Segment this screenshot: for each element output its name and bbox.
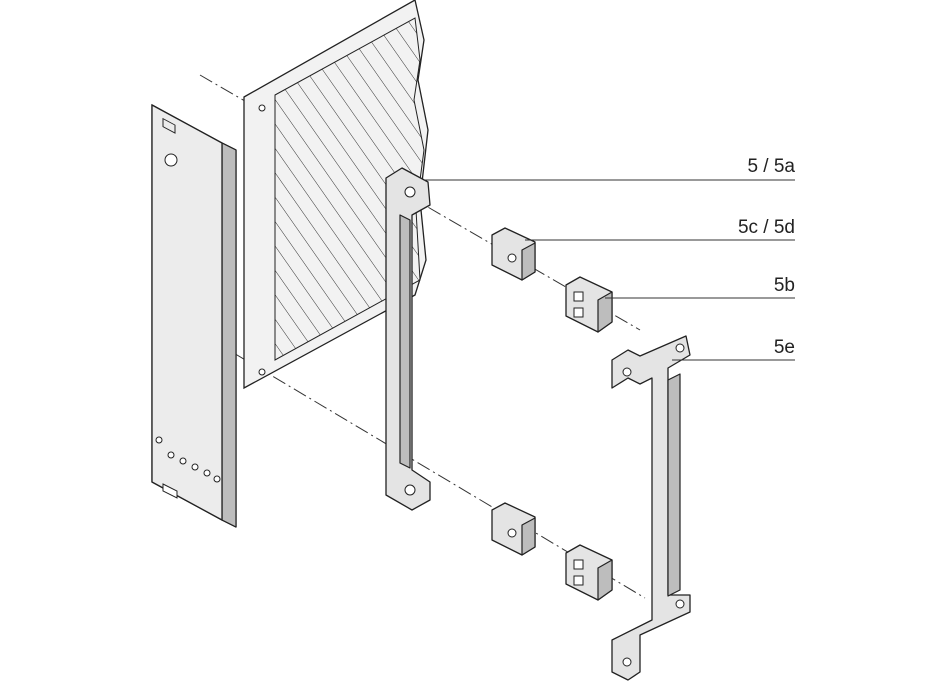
label-insert: 5c / 5d: [738, 217, 795, 238]
rail-part: [385, 167, 431, 511]
insert-part-lower: [491, 502, 536, 556]
insert-part-upper: [491, 227, 536, 281]
label-guide-block: 5b: [774, 275, 795, 296]
guide-block-lower: [565, 544, 613, 601]
guide-block-upper: [565, 276, 613, 333]
bracket-part: [611, 335, 691, 681]
label-rail: 5 / 5a: [747, 156, 795, 177]
lower-axis-line: [231, 351, 646, 599]
front-panel: [151, 103, 237, 528]
label-bracket: 5e: [774, 337, 795, 358]
